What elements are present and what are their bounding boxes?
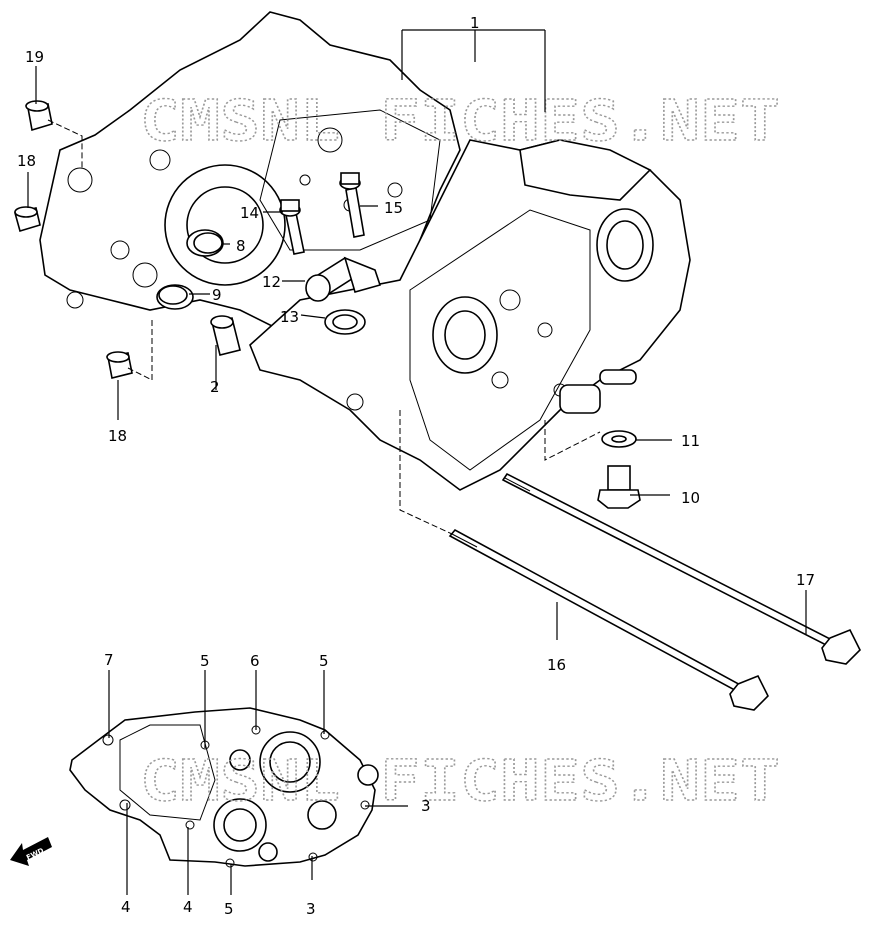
bearing-12 [305, 256, 382, 302]
callout-17: 17 [796, 571, 815, 589]
bolt-15 [339, 172, 365, 238]
lower-crankcase-view [69, 707, 379, 868]
o-ring-9 [158, 285, 188, 305]
oil-seal-8 [193, 232, 223, 254]
callout-6: 6 [250, 652, 260, 670]
callout-13: 13 [280, 308, 299, 326]
dowel-pin-2 [210, 315, 241, 356]
callout-8: 8 [236, 237, 246, 255]
watermark-lower: CMSNL FICHES.NET [140, 749, 780, 814]
callout-16: 16 [547, 656, 566, 674]
callout-3-right: 3 [421, 797, 431, 815]
callout-19: 19 [25, 48, 44, 66]
fwd-arrow-icon: FWD [10, 837, 52, 866]
stud-bolt-16 [448, 528, 769, 711]
bolt-14 [279, 199, 305, 255]
callout-18-upper: 18 [17, 152, 36, 170]
nut-18-lower [106, 351, 133, 379]
washer-11 [601, 430, 637, 448]
watermark-upper: CMSNL FICHES.NET [140, 89, 780, 154]
callout-2: 2 [210, 378, 220, 396]
callout-4-left: 4 [121, 898, 131, 916]
leader-lines [27, 29, 807, 895]
callout-11: 11 [681, 432, 700, 450]
drain-bolt-10 [597, 465, 641, 509]
callout-15: 15 [384, 199, 403, 217]
stud-bolt-17 [501, 472, 861, 665]
callout-5-top-right: 5 [319, 652, 329, 670]
callout-7: 7 [104, 651, 114, 669]
callout-5-top-left: 5 [200, 652, 210, 670]
callout-9: 9 [212, 286, 222, 304]
callout-1: 1 [470, 14, 480, 32]
crankcase-right-half [249, 139, 691, 491]
callout-18-lower: 18 [108, 427, 127, 445]
oil-seal-13 [324, 309, 366, 335]
callout-5-bottom: 5 [224, 900, 234, 918]
cap-19 [25, 100, 53, 132]
nut-18-upper [14, 206, 41, 233]
callout-12: 12 [262, 273, 281, 291]
callout-4-mid: 4 [183, 898, 193, 916]
callout-14: 14 [240, 204, 259, 222]
callout-3-bottom: 3 [306, 900, 316, 918]
callout-10: 10 [681, 489, 700, 507]
